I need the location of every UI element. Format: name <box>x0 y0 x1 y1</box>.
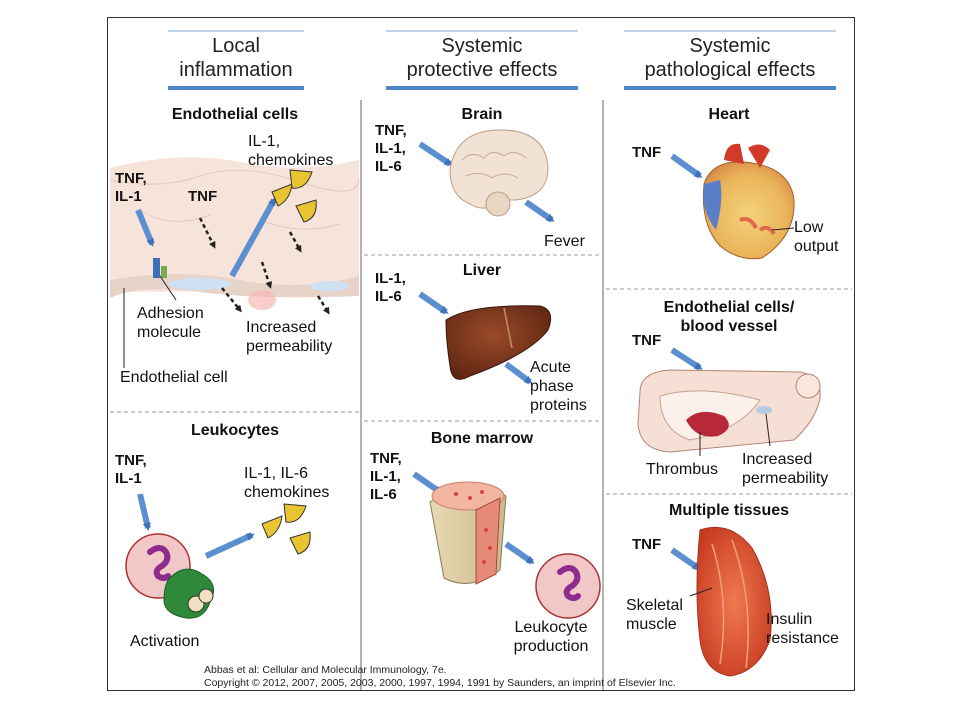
label-input-tnf: TNF <box>632 144 662 161</box>
label-increased-permeability: Increased permeability <box>742 451 829 487</box>
column-title-pathological: Systemic pathological effects <box>644 35 816 81</box>
column-title-local: Local inflammation <box>179 35 293 81</box>
section-heading-endothelial: Endothelial cells <box>171 106 299 123</box>
label-leukocyte-production: Leukocyte production <box>513 619 589 655</box>
muscle-illustration <box>670 526 772 677</box>
label-skeletal-muscle: Skeletal muscle <box>626 597 683 633</box>
blood-vessel-illustration <box>637 347 821 456</box>
credit-line-2: Copyright © 2012, 2007, 2005, 2003, 2000… <box>204 677 676 689</box>
header-bar <box>168 86 304 90</box>
leukocyte-illustration <box>125 493 311 619</box>
section-heading-heart: Heart <box>708 106 750 123</box>
label-input-tnf-il1-il6: TNF, IL-1, IL-6 <box>375 122 407 175</box>
brain-illustration <box>418 129 555 223</box>
label-output-il1-chemokines: IL-1, chemokines <box>248 133 334 169</box>
label-input-tnf-il1: TNF, IL-1 <box>115 170 147 205</box>
label-input-tnf-il1-il6: TNF, IL-1, IL-6 <box>370 450 402 503</box>
header-bar <box>624 86 836 90</box>
section-heading-liver: Liver <box>462 262 502 279</box>
label-input-il1-il6: IL-1, IL-6 <box>375 270 406 305</box>
label-thrombus: Thrombus <box>646 461 719 478</box>
section-heading-bone-marrow: Bone marrow <box>430 430 534 447</box>
label-input-tnf: TNF <box>632 536 662 553</box>
section-heading-multiple-tissues: Multiple tissues <box>668 502 790 519</box>
label-input-tnf: TNF <box>632 332 662 349</box>
credit-line-1: Abbas et al: Cellular and Molecular Immu… <box>204 664 447 676</box>
label-endothelial-cell: Endothelial cell <box>120 369 228 386</box>
bone-marrow-illustration <box>412 471 601 619</box>
label-adhesion-molecule: Adhesion molecule <box>137 305 204 341</box>
label-insulin-resistance: Insulin resistance <box>766 611 839 647</box>
endothelium-illustration <box>109 157 360 368</box>
section-heading-endothelial-vessel: Endothelial cells/ blood vessel <box>663 299 795 335</box>
label-input-tnf: TNF <box>188 188 218 205</box>
header-bar-top <box>168 30 304 32</box>
label-acute-phase-proteins: Acute phase proteins <box>530 359 587 414</box>
header-bar-top <box>386 30 578 32</box>
column-title-protective: Systemic protective effects <box>406 35 558 81</box>
header-bar-top <box>624 30 836 32</box>
label-increased-permeability: Increased permeability <box>246 319 333 355</box>
label-fever: Fever <box>544 233 585 250</box>
label-output-il1-il6-chemokines: IL-1, IL-6 chemokines <box>244 465 330 501</box>
header-bar <box>386 86 578 90</box>
section-heading-brain: Brain <box>461 106 503 123</box>
liver-illustration <box>418 291 552 385</box>
section-heading-leukocytes: Leukocytes <box>190 422 280 439</box>
label-input-tnf-il1: TNF, IL-1 <box>115 452 147 487</box>
heart-illustration <box>670 143 795 260</box>
label-low-output: Low output <box>794 219 839 255</box>
label-activation: Activation <box>130 633 200 650</box>
